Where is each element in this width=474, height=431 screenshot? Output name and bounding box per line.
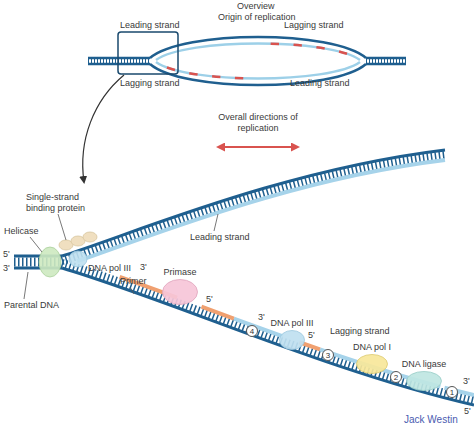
callout-number: 4 <box>246 325 258 337</box>
blob-outline <box>162 279 198 305</box>
part-label: Single-strand binding protein <box>26 192 98 214</box>
enzyme-label: DNA ligase <box>402 359 447 370</box>
okazaki-fragment <box>62 258 474 395</box>
panel-subheading: Origin of replication <box>218 12 296 23</box>
callout-text: 2 <box>391 372 401 383</box>
leading-new-strand <box>62 160 445 266</box>
callout-number: 2 <box>390 371 402 383</box>
callout-text: 4 <box>247 326 257 337</box>
end-label: 5' <box>308 330 315 341</box>
zoom-arrow <box>83 75 124 182</box>
end-label: 3' <box>140 262 147 273</box>
blob-outline <box>406 371 442 391</box>
helicase-shape <box>39 247 61 277</box>
polymerase-shape <box>69 251 87 267</box>
direction-arrow <box>218 146 298 148</box>
strand-label: Lagging strand <box>284 20 344 31</box>
enzyme-shape: DNA pol III <box>279 330 305 350</box>
blob-outline <box>279 330 305 350</box>
enzyme-fill <box>407 372 442 391</box>
end-label: 5' <box>206 294 213 305</box>
part-label: Parental DNA <box>4 300 59 311</box>
primer-segment <box>156 62 360 79</box>
enzyme-label: Primase <box>163 267 196 278</box>
enzyme-shape: Primase <box>162 279 198 305</box>
callout-text: 1 <box>447 387 457 398</box>
end-label: 3' <box>258 312 265 323</box>
template-strand <box>150 37 366 58</box>
ssb-protein <box>83 232 97 242</box>
callout-number: 1 <box>446 386 458 398</box>
strand-label: Leading strand <box>290 78 350 89</box>
enzyme-fill <box>357 355 388 374</box>
part-label: Primer <box>120 276 147 287</box>
end-label: 5' <box>464 406 471 417</box>
strand-label: Leading strand <box>190 232 250 243</box>
callout-text: 3 <box>323 350 333 361</box>
enzyme-shape: DNA ligase <box>406 371 442 391</box>
part-label: DNA pol III <box>88 263 131 274</box>
new-strand <box>156 44 360 61</box>
zoom-box <box>118 32 178 74</box>
new-strand <box>156 62 360 79</box>
enzyme-fill <box>163 280 198 305</box>
part-label: Helicase <box>4 226 39 237</box>
watermark: Jack Westin <box>404 414 458 425</box>
end-label: 5' <box>3 249 10 260</box>
strand-label: Lagging strand <box>330 326 390 337</box>
enzyme-fill <box>280 331 305 350</box>
strand-label: Lagging strand <box>120 78 180 89</box>
blob-outline <box>356 354 388 374</box>
end-label: 3' <box>3 263 10 274</box>
callout-number: 3 <box>322 349 334 361</box>
enzyme-label: DNA pol I <box>353 342 391 353</box>
strand-label: Leading strand <box>120 20 180 31</box>
enzyme-shape: DNA pol I <box>356 354 388 374</box>
template-strand <box>62 268 474 405</box>
primer-segment <box>156 44 360 61</box>
primer-segment <box>62 258 474 395</box>
enzyme-label: DNA pol III <box>270 318 313 329</box>
panel-heading: Overview <box>237 1 275 12</box>
end-label: 3' <box>463 376 470 387</box>
direction-label: Overall directions of replication <box>210 112 306 134</box>
